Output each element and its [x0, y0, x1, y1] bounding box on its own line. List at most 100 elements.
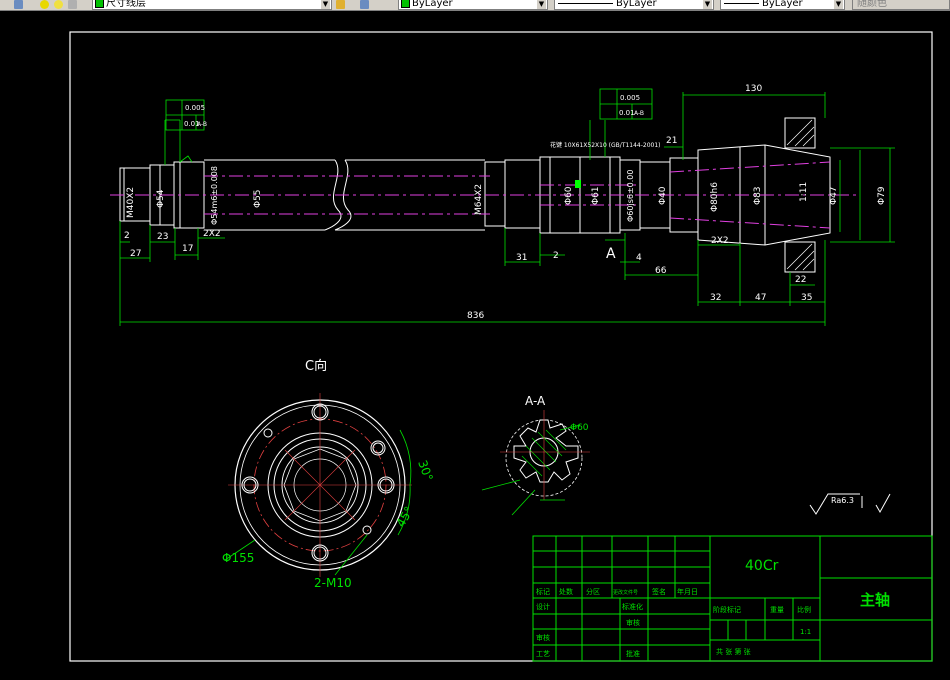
dim-2x2-left: 2X2 [203, 229, 221, 239]
dim-836: 836 [467, 311, 484, 321]
sun-icon[interactable] [54, 0, 63, 9]
tb-header-change-doc: 更改文件号 [613, 589, 638, 596]
dim-taper: 1:11 [799, 182, 809, 202]
chevron-down-icon: ▼ [321, 0, 330, 9]
chevron-down-icon: ▼ [834, 0, 843, 9]
dim-27: 27 [130, 249, 141, 259]
title-block [532, 535, 933, 662]
view-c-label: C向 [305, 358, 327, 374]
layer-color-swatch [95, 0, 104, 8]
selection-grip [575, 180, 581, 188]
tb-scale-value: 1:1 [800, 628, 811, 636]
chevron-down-icon: ▼ [537, 0, 546, 9]
dim-phi79: Φ79 [877, 186, 887, 205]
dim-2-mid: 2 [553, 251, 559, 261]
dim-m64x2: M64X2 [474, 184, 484, 215]
tol-left-datum: A-B [197, 121, 207, 128]
dim-2-m10: 2-M10 [314, 576, 352, 590]
tb-check: 审核 [536, 633, 550, 642]
tb-review: 审核 [626, 618, 640, 627]
section-a-label: A [606, 246, 616, 262]
dim-4: 4 [636, 253, 642, 263]
dim-23: 23 [157, 232, 168, 242]
lock-icon[interactable] [68, 0, 77, 9]
layer-dropdown[interactable]: 尺寸线层 ▼ [92, 0, 332, 10]
lineweight-value: ByLayer [762, 0, 803, 9]
dim-phi55: Φ55 [253, 189, 263, 208]
dim-angle-30: 30° [415, 458, 435, 483]
dimension-texts: 836 130 21 2 27 23 17 2X2 31 2 4 66 2X2 … [124, 84, 887, 321]
tol-right-datum: A-B [634, 110, 644, 117]
dim-35: 35 [801, 293, 812, 303]
center-lines [110, 161, 860, 229]
section-aa: Φ60 [481, 410, 590, 516]
dimension-lines [119, 92, 895, 326]
roughness-value: Ra6.3 [831, 496, 854, 505]
tb-craft: 工艺 [536, 650, 550, 658]
tb-standardize: 标准化 [622, 602, 643, 611]
tol-right-1: 0.005 [620, 94, 640, 102]
drawing-frame [69, 31, 933, 662]
dim-phi54m6: Φ54m6±0.008 [210, 166, 219, 225]
tb-scale: 比例 [797, 605, 811, 614]
lineweight-sample [724, 2, 759, 4]
tb-header-date: 年月日 [677, 587, 698, 596]
title-block-text: 标记 处数 分区 更改文件号 签名 年月日 设计 标准化 审核 审核 工艺 批准… [536, 587, 811, 658]
tb-material: 40Cr [745, 558, 779, 574]
make-current-layer-icon[interactable] [336, 0, 345, 9]
dim-phi54: Φ54 [156, 189, 166, 208]
tb-header-zone: 分区 [586, 587, 600, 596]
tb-header-count: 处数 [559, 587, 573, 596]
tol-right-2: 0.01 [619, 109, 635, 117]
drawing-canvas[interactable]: 836 130 21 2 27 23 17 2X2 31 2 4 66 2X2 … [0, 11, 950, 680]
spline-note: 花键 10X61X52X10 (GB/T1144-2001) [550, 141, 661, 149]
dim-phi60js6: Φ60js6±0.00 [626, 170, 635, 222]
dim-66: 66 [655, 266, 667, 276]
tb-weight: 重量 [770, 606, 784, 614]
dim-phi155: Φ155 [222, 551, 254, 565]
dim-phi61: Φ61 [591, 186, 601, 205]
dim-phi40: Φ40 [658, 186, 668, 205]
dim-phi80: Φ80h6 [710, 182, 720, 212]
lineweight-dropdown[interactable]: ByLayer ▼ [720, 0, 845, 10]
dim-21: 21 [666, 136, 677, 146]
layer-previous-icon[interactable] [360, 0, 369, 9]
dim-47: 47 [755, 293, 766, 303]
cad-drawing[interactable]: 836 130 21 2 27 23 17 2X2 31 2 4 66 2X2 … [0, 11, 950, 680]
roughness-symbol [809, 493, 891, 515]
dim-m40x2: M40X2 [126, 187, 136, 218]
dim-130: 130 [745, 84, 762, 94]
linetype-dropdown[interactable]: ByLayer ▼ [554, 0, 714, 10]
color-value: ByLayer [412, 0, 453, 9]
section-aa-label: A-A [525, 394, 546, 408]
chevron-down-icon: ▼ [703, 0, 712, 9]
tb-design: 设计 [536, 602, 550, 611]
tb-sheets: 共 张 第 张 [716, 647, 751, 656]
tb-header-sign: 签名 [652, 587, 666, 596]
dim-31: 31 [516, 253, 527, 263]
dim-phi60: Φ60 [564, 186, 574, 205]
tb-part-name: 主轴 [860, 591, 890, 609]
linetype-sample [558, 2, 613, 4]
bulb-icon[interactable] [40, 0, 49, 9]
layer-name: 尺寸线层 [106, 0, 146, 9]
tb-approve: 批准 [626, 649, 640, 658]
dim-32: 32 [710, 293, 721, 303]
dim-phi60-aa: Φ60 [570, 423, 589, 433]
dim-2-left: 2 [124, 231, 130, 241]
color-dropdown[interactable]: ByLayer ▼ [398, 0, 548, 10]
view-c [224, 393, 412, 577]
dim-2x2-right: 2X2 [711, 236, 729, 246]
tolerance-frames [165, 88, 653, 163]
tol-left-1: 0.005 [185, 104, 205, 112]
plotstyle-value: 随颜色 [857, 0, 887, 9]
layer-manager-icon[interactable] [14, 0, 23, 9]
dim-17: 17 [182, 244, 193, 254]
plotstyle-dropdown[interactable]: 随颜色 [852, 0, 950, 10]
linetype-value: ByLayer [616, 0, 657, 9]
dim-22: 22 [795, 275, 806, 285]
tb-stage: 阶段标记 [713, 605, 741, 614]
dim-phi83: Φ83 [753, 186, 763, 205]
tol-left-2: 0.01 [184, 120, 200, 128]
properties-toolbar: 尺寸线层 ▼ ByLayer ▼ ByLayer ▼ ByLayer ▼ 随颜色 [0, 0, 950, 11]
